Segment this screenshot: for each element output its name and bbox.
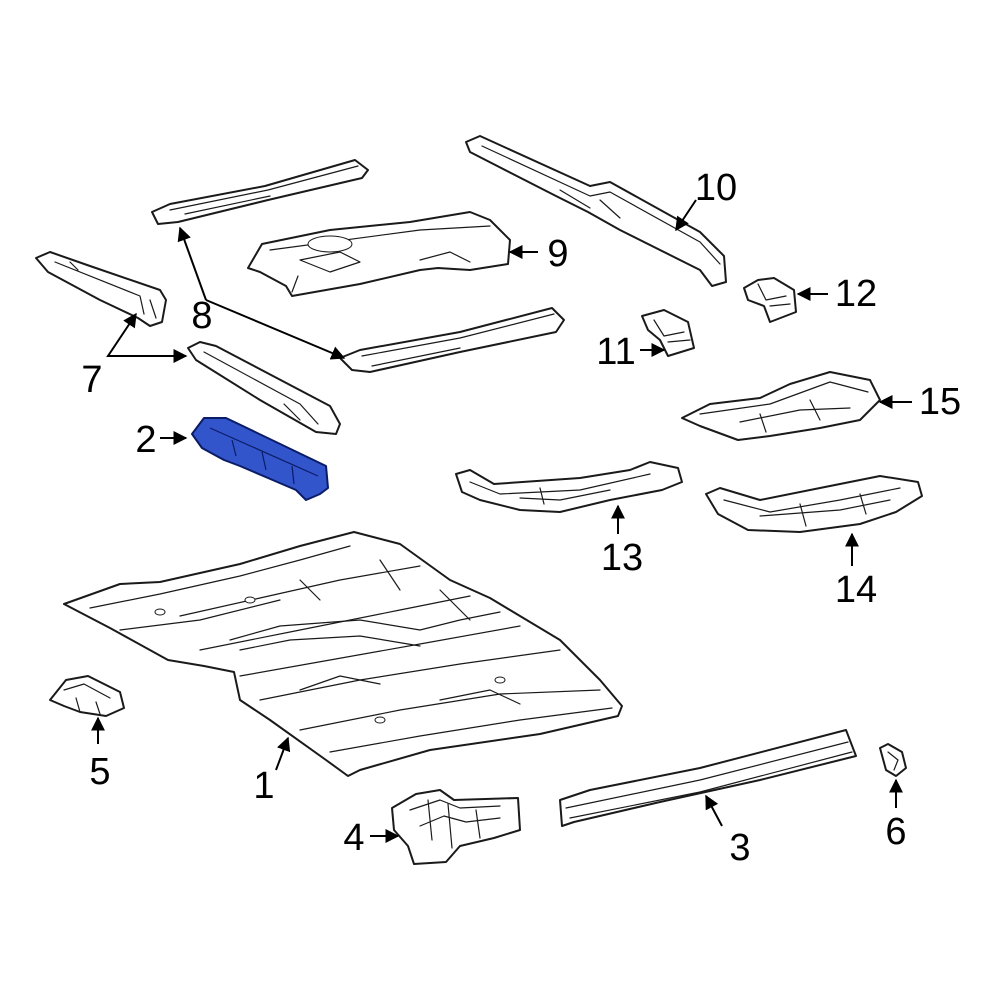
callout-15: 15 [919, 381, 961, 423]
part-8-lower-rail[interactable] [339, 307, 565, 373]
part-10-long-rail[interactable] [465, 135, 727, 287]
part-2-highlighted[interactable] [191, 417, 329, 501]
part-15-panel[interactable] [681, 371, 881, 441]
callout-11: 11 [596, 331, 635, 373]
part-7-left-rail[interactable] [35, 251, 167, 327]
callout-14: 14 [835, 569, 877, 611]
part-7-mid-rail[interactable] [187, 341, 341, 435]
callout-3: 3 [729, 827, 750, 869]
callout-6: 6 [885, 811, 906, 853]
part-3-sill-rail[interactable] [559, 729, 857, 827]
callout-1: 1 [253, 765, 274, 807]
callout-12: 12 [835, 273, 877, 315]
part-4-bracket[interactable] [391, 789, 521, 865]
leader-1 [275, 736, 291, 771]
callout-10: 10 [695, 167, 737, 209]
leader-10 [675, 199, 697, 232]
callout-5: 5 [89, 751, 110, 793]
callout-2: 2 [135, 419, 156, 461]
part-11-bracket[interactable] [641, 309, 695, 357]
part-6-clip[interactable] [879, 743, 907, 777]
callout-8: 8 [191, 295, 212, 337]
part-1-floor-pan[interactable] [63, 531, 623, 777]
callout-9: 9 [547, 233, 568, 275]
part-9-crossmember[interactable] [247, 211, 511, 297]
leader-8a [177, 226, 207, 301]
part-14-panel[interactable] [705, 475, 923, 533]
part-5-bracket[interactable] [49, 675, 125, 717]
callout-7: 7 [81, 359, 102, 401]
callout-4: 4 [343, 817, 364, 859]
leader-3 [705, 794, 723, 827]
part-8-upper-rail[interactable] [151, 159, 369, 225]
callout-13: 13 [601, 537, 643, 579]
part-13-panel[interactable] [455, 461, 683, 513]
leader-8b [205, 299, 346, 360]
part-12-bracket[interactable] [743, 277, 797, 323]
callout-labels: 1 2 3 4 5 6 7 8 9 10 11 12 13 14 15 [81, 167, 961, 869]
leader-lines [91, 199, 912, 843]
